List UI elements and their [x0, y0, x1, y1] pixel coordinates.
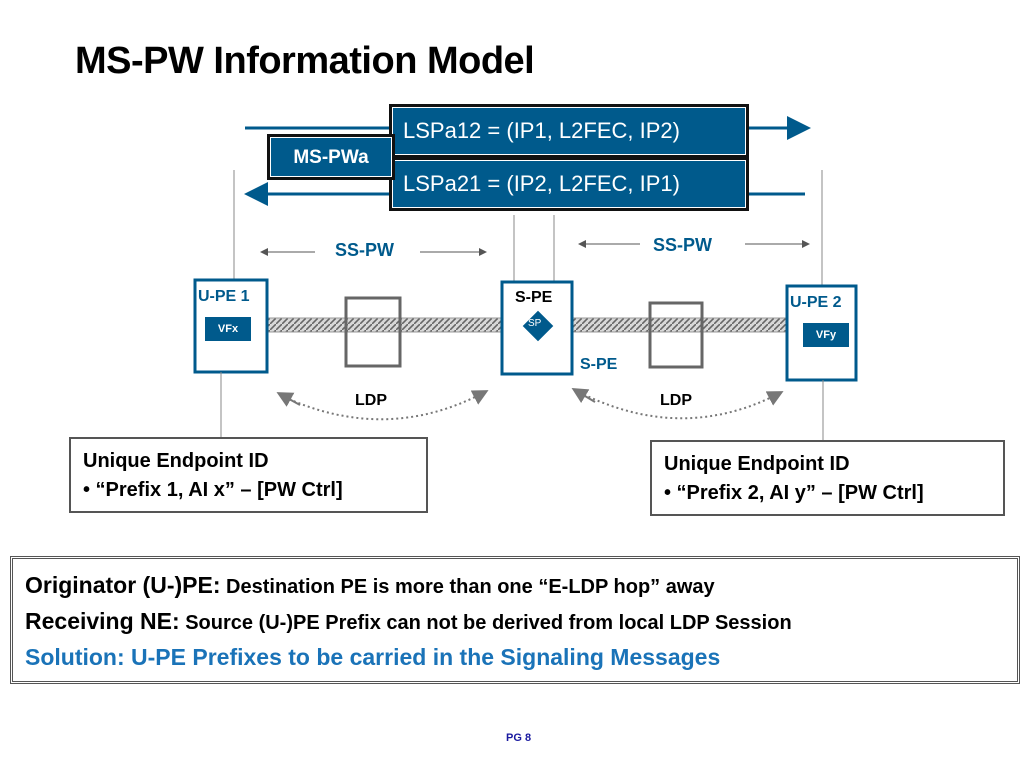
vfy-box: VFy [803, 323, 849, 347]
solution-line: Solution: U-PE Prefixes to be carried in… [25, 644, 721, 670]
ldp-left-label: LDP [355, 392, 387, 409]
spe-label: S-PE [515, 289, 553, 306]
tunnel-right [571, 317, 789, 333]
originator-lead: Originator (U-)PE: [25, 572, 221, 598]
endpoint-right-detail: • “Prefix 2, AI y” – [PW Ctrl] [664, 482, 924, 504]
originator-text: Destination PE is more than one “E-LDP h… [220, 576, 715, 598]
receiving-lead: Receiving NE: [25, 608, 180, 634]
upe2-label: U-PE 2 [790, 294, 842, 311]
endpoint-left-detail: • “Prefix 1, AI x” – [PW Ctrl] [83, 479, 343, 501]
sp-diamond [521, 309, 555, 343]
upe1-label: U-PE 1 [198, 288, 250, 305]
ldp-arc-right [574, 389, 784, 420]
ldp-right-label: LDP [660, 392, 692, 409]
endpoint-box-left: Unique Endpoint ID • “Prefix 1, AI x” – … [69, 437, 428, 513]
ldp-arc-left [279, 390, 489, 421]
ldp-arc-right-start [571, 387, 596, 404]
tunnel-left [265, 317, 503, 333]
lsp-forward-box: LSPa12 = (IP1, L2FEC, IP2) [389, 104, 749, 158]
vfx-box: VFx [205, 317, 251, 341]
page-number: PG 8 [506, 732, 532, 744]
transit-box-left [344, 296, 402, 368]
endpoint-box-right: Unique Endpoint ID • “Prefix 2, AI y” – … [650, 440, 1005, 516]
lsp-reverse-box: LSPa21 = (IP2, L2FEC, IP1) [389, 157, 749, 211]
summary-box: Originator (U-)PE: Destination PE is mor… [10, 556, 1020, 684]
endpoint-left-title: Unique Endpoint ID [83, 450, 269, 472]
sspw-left-label: SS-PW [335, 240, 395, 260]
sp-label: SP [528, 318, 542, 329]
receiving-line: Receiving NE: Source (U-)PE Prefix can n… [25, 605, 1005, 641]
sspw-right-label: SS-PW [653, 235, 713, 255]
endpoint-right-title: Unique Endpoint ID [664, 453, 850, 475]
ldp-arc-left-start [276, 392, 301, 407]
transit-box-right [648, 301, 704, 369]
originator-line: Originator (U-)PE: Destination PE is mor… [25, 569, 1005, 605]
page-title: MS-PW Information Model [75, 40, 535, 82]
mspw-label: MS-PWa [267, 134, 395, 180]
receiving-text: Source (U-)PE Prefix can not be derived … [179, 612, 792, 634]
spe-side-label: S-PE [580, 356, 618, 373]
